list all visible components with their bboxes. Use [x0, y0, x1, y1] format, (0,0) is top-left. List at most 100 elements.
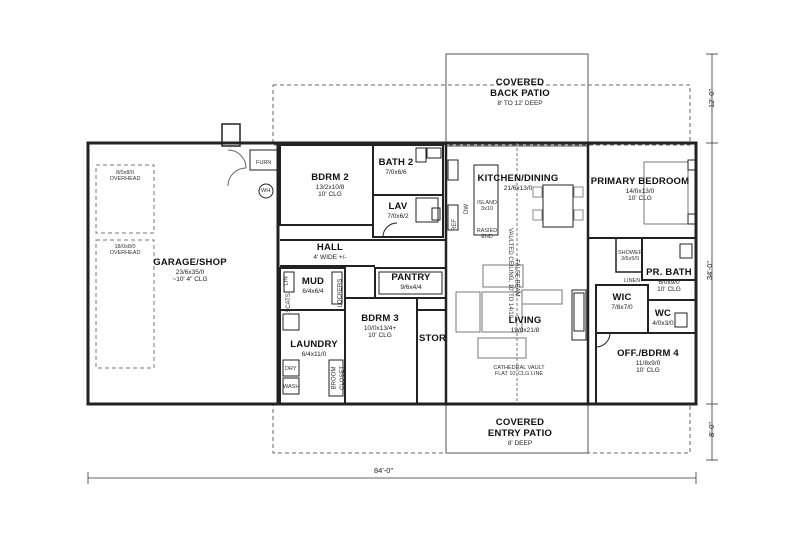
cathedral-label: CATHEDRAL VAULT	[493, 365, 545, 371]
lav-dims: 7/0x6/2	[387, 212, 409, 220]
lav-walls	[372, 194, 444, 238]
overhead-door-1-note: 8/0x8/0 OVERHEAD	[98, 170, 152, 182]
laundry-label: LAUNDRY 6/4x11/0	[289, 339, 339, 358]
living-dims: 19/0x21/8	[510, 326, 540, 334]
bath2-label: BATH 2 7/0x6/6	[376, 157, 416, 176]
furnace-closet	[249, 149, 279, 171]
bdrm3-name: BDRM 3	[361, 313, 399, 324]
bdrm2-dims: 13/2x10/8	[315, 183, 345, 191]
door1-type: OVERHEAD	[109, 176, 141, 183]
entry-patio-label: COVERED ENTRY PATIO 8' DEEP	[470, 417, 570, 447]
pantry-name: PANTRY	[391, 272, 431, 283]
laundry-name: LAUNDRY	[290, 339, 338, 350]
broom-note: BROOM	[331, 366, 338, 390]
entry-patio-name: COVERED	[495, 417, 545, 428]
island-label: ISLAND	[477, 200, 497, 206]
stor-label: STOR	[419, 333, 447, 345]
stor-name: STOR	[419, 333, 447, 344]
primary-dims: 14/0x13/0	[625, 187, 655, 195]
door2-size: 18/0x8/0	[114, 244, 136, 250]
bath2-name: BATH 2	[378, 157, 414, 168]
dim-depth-total: 34'-0"	[705, 260, 715, 281]
furn-note: FURN	[256, 160, 272, 166]
cathedral-label2: FLAT 10' CLG LINE	[494, 371, 544, 378]
island-note: ISLAND 3x10	[476, 200, 498, 212]
dry-note: DRY	[285, 366, 297, 372]
bdrm2-clg: 10' CLG	[318, 191, 342, 199]
lav-name: LAV	[388, 201, 408, 212]
vent-block	[221, 123, 241, 147]
prbath-clg: 10' CLG	[657, 286, 681, 294]
office-label: OFF./BDRM 4 11/8x9/0 10' CLG	[608, 348, 688, 375]
kitchen-dims: 21/6x13/0	[503, 184, 533, 192]
office-name: OFF./BDRM 4	[617, 348, 679, 359]
dw-note: DW	[464, 204, 470, 214]
primary-clg: 10' CLG	[628, 195, 652, 203]
wc-label: WC 4/0x3/0	[650, 308, 676, 327]
false-beam-note: FALSE BEAM	[513, 259, 520, 297]
back-patio-name2: BACK PATIO	[490, 87, 550, 99]
wc-name: WC	[654, 308, 672, 319]
shower-dims: 3/6x5/0	[620, 256, 640, 263]
wic-dims: 7/8x7/0	[611, 303, 633, 311]
prbath-walls	[641, 237, 697, 281]
closet-note: CLOSET	[340, 365, 347, 391]
bdrm3-dims: 10/0x13/4+	[363, 324, 397, 332]
kitchen-label: KITCHEN/DINING 21/6x13/0	[476, 173, 560, 192]
dining-table	[542, 184, 574, 228]
lin-note: LIN	[283, 276, 290, 286]
entry-patio-name2: ENTRY PATIO	[487, 427, 553, 439]
dim-width: 84'-0"	[374, 466, 394, 475]
dim-depth-front: 8'-0"	[706, 422, 716, 437]
living-name: LIVING	[508, 315, 542, 326]
scats-note: SCATS	[285, 293, 292, 313]
office-dims: 11/8x9/0	[635, 359, 661, 367]
garage-label: GARAGE/SHOP 23/6x35/0 ~10' 4" CLG	[140, 257, 240, 284]
office-clg: 10' CLG	[636, 367, 660, 375]
prbath-label: PR. BATH 6/0x9/0 10' CLG	[645, 267, 693, 294]
mud-label: MUD 6/4x6/4	[296, 276, 330, 295]
bdrm2-label: BDRM 2 13/2x10/8 10' CLG	[300, 172, 360, 199]
living-label: LIVING 19/0x21/8	[500, 315, 550, 334]
back-patio-outline	[272, 84, 691, 146]
entry-patio-dims: 8' DEEP	[507, 439, 533, 447]
garage-door-2	[95, 239, 155, 369]
kitchen-name: KITCHEN/DINING	[477, 173, 559, 184]
mud-dims: 6/4x6/4	[302, 287, 324, 295]
shower-label: SHOWER	[618, 250, 643, 256]
lockers-note: LOCKERS	[337, 278, 344, 308]
door1-size: 8/0x8/0	[115, 170, 135, 176]
hall-dims: 4' WIDE +/-	[313, 253, 347, 261]
back-patio-label: COVERED BACK PATIO 8' TO 12' DEEP	[470, 77, 570, 107]
office-walls	[595, 332, 697, 405]
stor-walls	[416, 309, 447, 405]
wash-note: WASH	[283, 384, 300, 390]
cathedral-note: CATHEDRAL VAULT FLAT 10' CLG LINE	[474, 365, 564, 377]
linen-note: LINEN	[624, 278, 641, 284]
laundry-dims: 6/4x11/0	[301, 350, 327, 358]
primary-label: PRIMARY BEDROOM 14/0x13/0 10' CLG	[590, 176, 690, 203]
primary-name: PRIMARY BEDROOM	[590, 176, 690, 187]
pantry-label: PANTRY 9/6x4/4	[385, 272, 437, 291]
ref-note: REF	[452, 219, 458, 231]
bdrm3-clg: 10' CLG	[368, 332, 392, 340]
garage-name: GARAGE/SHOP	[153, 257, 227, 268]
shower-note: SHOWER 3/6x5/0	[618, 250, 643, 263]
wic-label: WIC 7/8x7/0	[605, 292, 639, 311]
lav-label: LAV 7/0x6/2	[382, 201, 414, 220]
hall-name: HALL	[316, 242, 344, 253]
mud-name: MUD	[301, 276, 325, 287]
garage-door-1	[95, 164, 155, 234]
back-patio-name: COVERED	[495, 77, 545, 88]
wic-name: WIC	[612, 292, 632, 303]
bdrm2-name: BDRM 2	[311, 172, 349, 183]
pantry-dims: 9/6x4/4	[400, 283, 422, 291]
water-heater	[258, 183, 274, 199]
primary-bed	[643, 161, 689, 225]
door2-type: OVERHEAD	[109, 250, 141, 257]
bdrm3-label: BDRM 3 10/0x13/4+ 10' CLG	[352, 313, 408, 340]
back-patio-dims: 8' TO 12' DEEP	[497, 99, 543, 107]
living-sofa	[455, 291, 481, 333]
dim-depth-back: 12'-0"	[707, 88, 717, 109]
raised-label2: END	[481, 234, 493, 241]
